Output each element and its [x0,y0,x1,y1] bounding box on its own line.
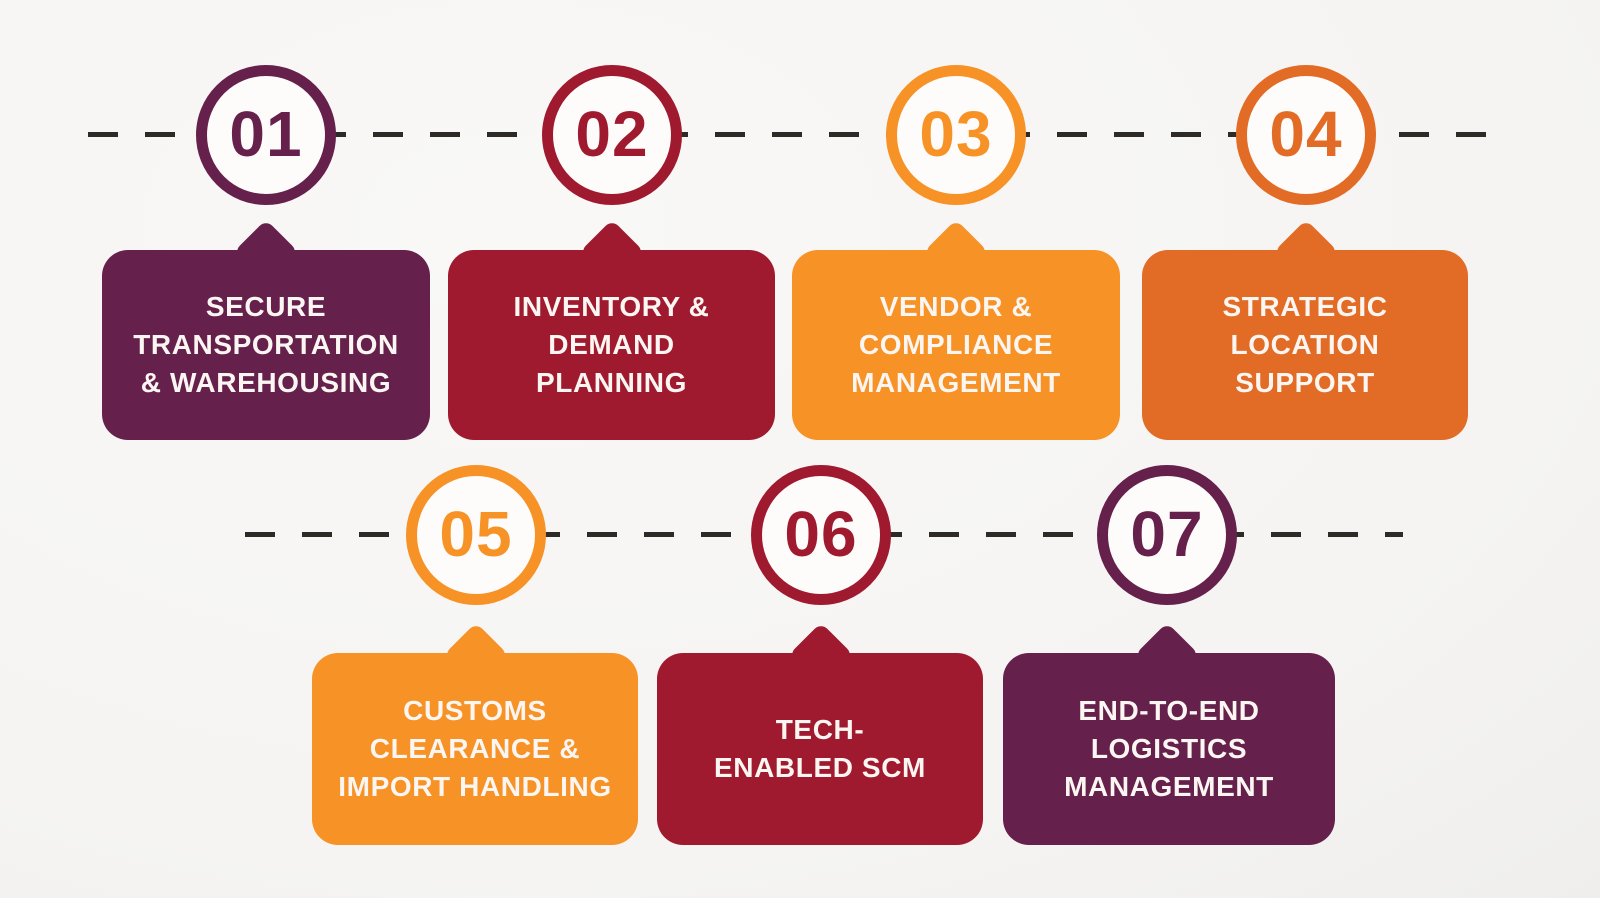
step-circle-01: 01 [196,65,336,205]
card-inventory-demand-planning: INVENTORY & DEMAND PLANNING [448,250,775,440]
card-text-line: & WAREHOUSING [140,367,392,398]
step-circle-05: 05 [406,465,546,605]
card-text-line: VENDOR & [879,291,1033,322]
card-text-line: TECH- [775,714,865,745]
card-text-line: TRANSPORTATION [133,329,399,360]
step-number-02: 02 [575,98,649,170]
card-customs-clearance-import-handling: CUSTOMS CLEARANCE & IMPORT HANDLING [312,653,638,845]
card-text-line: DEMAND [548,329,675,360]
card-text-line: MANAGEMENT [1064,771,1274,802]
card-text-line: CUSTOMS [403,695,547,726]
card-text-line: END-TO-END [1078,695,1260,726]
step-number-04: 04 [1269,98,1343,170]
card-text-line: CLEARANCE & [369,733,581,764]
card-text-line: SECURE [205,291,327,322]
card-text-line: STRATEGIC [1222,291,1388,322]
card-text-line: LOGISTICS [1090,733,1248,764]
step-number-06: 06 [784,498,858,570]
card-text-line: COMPLIANCE [858,329,1054,360]
card-text-line: IMPORT HANDLING [338,771,612,802]
card-text-line: MANAGEMENT [851,367,1061,398]
card-tech-enabled-scm: TECH- ENABLED SCM [657,653,983,845]
card-text-line: LOCATION [1230,329,1380,360]
step-number-01: 01 [229,98,303,170]
card-strategic-location-support: STRATEGIC LOCATION SUPPORT [1142,250,1468,440]
card-text-line: PLANNING [535,367,688,398]
timeline-dashed-line-row1 [88,132,1497,137]
step-number-05: 05 [439,498,513,570]
card-vendor-compliance-management: VENDOR & COMPLIANCE MANAGEMENT [792,250,1120,440]
step-number-03: 03 [919,98,993,170]
step-circle-03: 03 [886,65,1026,205]
card-text-line: SUPPORT [1235,367,1375,398]
step-circle-02: 02 [542,65,682,205]
card-text-line: ENABLED SCM [714,752,926,783]
step-circle-06: 06 [751,465,891,605]
card-secure-transportation-warehousing: SECURE TRANSPORTATION & WAREHOUSING [102,250,430,440]
card-end-to-end-logistics-management: END-TO-END LOGISTICS MANAGEMENT [1003,653,1335,845]
step-circle-07: 07 [1097,465,1237,605]
step-number-07: 07 [1130,498,1204,570]
step-circle-04: 04 [1236,65,1376,205]
card-text-line: INVENTORY & [513,291,710,322]
